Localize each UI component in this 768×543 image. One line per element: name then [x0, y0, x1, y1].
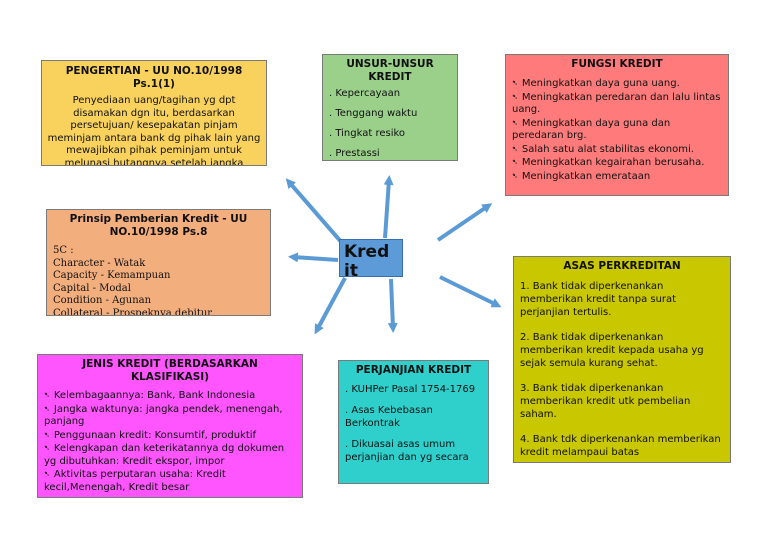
jenis-box: JENIS KREDIT (BERDASARKAN KLASIFIKASI) ➷… — [37, 354, 303, 498]
fungsi-item: Meningkatkan daya guna dan peredaran brg… — [512, 117, 671, 142]
bullet-icon: ➷ — [44, 444, 50, 452]
unsur-item: . Tenggang waktu — [329, 108, 418, 119]
asas-item: 3. Bank tidak diperkenankan memberikan k… — [520, 383, 691, 420]
asas-title: ASAS PERKREDITAN — [563, 260, 681, 272]
fungsi-item: Meningkatkan kegairahan berusaha. — [521, 157, 705, 168]
arrow-to-perjanjian — [387, 278, 398, 333]
asas-item: 2. Bank tidak diperkenankan memberikan k… — [520, 332, 704, 369]
prinsip-item: Capacity - Kemampuan — [53, 270, 171, 281]
bullet-icon: ➷ — [512, 79, 518, 87]
arrow-to-pengertian — [285, 178, 345, 246]
prinsip-item: 5C : — [53, 245, 74, 256]
bullet-icon: ➷ — [44, 470, 50, 478]
bullet-icon: ➷ — [44, 391, 50, 399]
arrow-to-asas — [439, 275, 502, 308]
perjanjian-box: PERJANJIAN KREDIT . KUHPer Pasal 1754-17… — [338, 360, 489, 484]
pengertian-box: PENGERTIAN - UU NO.10/1998 Ps.1(1) Penye… — [41, 60, 267, 166]
asas-item: 1. Bank tidak diperkenankan memberikan k… — [520, 281, 677, 318]
jenis-item: Kelengkapan dan keterikatannya dg dokume… — [44, 443, 285, 467]
fungsi-item: Meningkatkan peredaran dan lalu lintas u… — [512, 91, 721, 116]
unsur-item: . Kepercayaan — [329, 88, 401, 99]
arrow-to-fungsi — [436, 203, 493, 242]
jenis-item: Kelembagaannya: Bank, Bank Indonesia — [53, 390, 256, 401]
perjanjian-title: PERJANJIAN KREDIT — [355, 364, 472, 376]
asas-item: 4. Bank tdk diperkenankan memberikan kre… — [520, 434, 721, 458]
bullet-icon: ➷ — [512, 171, 518, 180]
perjanjian-item: . Dikuasai asas umum perjanjian dan yg s… — [345, 439, 469, 463]
arrow-to-prinsip — [288, 252, 339, 263]
prinsip-item: Capital - Modal — [53, 282, 131, 294]
jenis-item: Aktivitas perputaran usaha: Kredit kecil… — [44, 469, 226, 493]
asas-box: ASAS PERKREDITAN 1. Bank tidak diperkena… — [513, 256, 731, 463]
prinsip-title: Prinsip Pemberian Kredit - UU NO.10/1998… — [69, 213, 248, 238]
perjanjian-item: . KUHPer Pasal 1754-1769 — [345, 384, 476, 395]
fungsi-box: FUNGSI KREDIT ➷Meningkatkan daya guna ua… — [505, 54, 729, 196]
prinsip-item: Character - Watak — [53, 257, 146, 269]
fungsi-item: Meningkatkan daya guna uang. — [521, 78, 680, 89]
perjanjian-item: . Asas Kebebasan Berkontrak — [345, 405, 433, 429]
fungsi-item: Salah satu alat stabilitas ekonomi. — [521, 143, 694, 155]
arrow-to-jenis — [314, 277, 347, 335]
pengertian-title: PENGERTIAN - UU NO.10/1998 Ps.1(1) — [65, 65, 243, 90]
arrow-to-unsur — [383, 175, 394, 239]
jenis-item: Jangka waktunya: jangka pendek, menengah… — [44, 403, 283, 428]
prinsip-item: Collateral - Prospeknya debitur — [53, 307, 213, 316]
pengertian-body: Penyediaan uang/tagihan yg dpt disamakan… — [47, 95, 261, 166]
center-label: Kred — [344, 242, 390, 262]
bullet-icon: ➷ — [512, 118, 518, 127]
bullet-icon: ➷ — [44, 430, 50, 439]
unsur-title: UNSUR-UNSUR KREDIT — [346, 58, 434, 83]
fungsi-title: FUNGSI KREDIT — [571, 58, 663, 70]
unsur-box: UNSUR-UNSUR KREDIT . Kepercayaan . Tengg… — [322, 54, 458, 161]
jenis-title: JENIS KREDIT (BERDASARKAN KLASIFIKASI) — [82, 358, 258, 383]
center-sublabel: it — [344, 261, 358, 277]
bullet-icon: ➷ — [512, 92, 518, 101]
bullet-icon: ➷ — [512, 144, 518, 153]
prinsip-box: Prinsip Pemberian Kredit - UU NO.10/1998… — [46, 209, 271, 316]
bullet-icon: ➷ — [44, 404, 50, 413]
unsur-item: . Prestassi — [329, 148, 380, 159]
bullet-icon: ➷ — [512, 158, 518, 166]
center-node: Kred it — [339, 239, 403, 277]
jenis-item: Penggunaan kredit: Konsumtif, produktif — [53, 429, 257, 441]
fungsi-item: Meningkatkan emerataan — [521, 170, 651, 182]
unsur-item: . Tingkat resiko — [329, 128, 406, 139]
prinsip-item: Condition - Agunan — [53, 295, 152, 306]
